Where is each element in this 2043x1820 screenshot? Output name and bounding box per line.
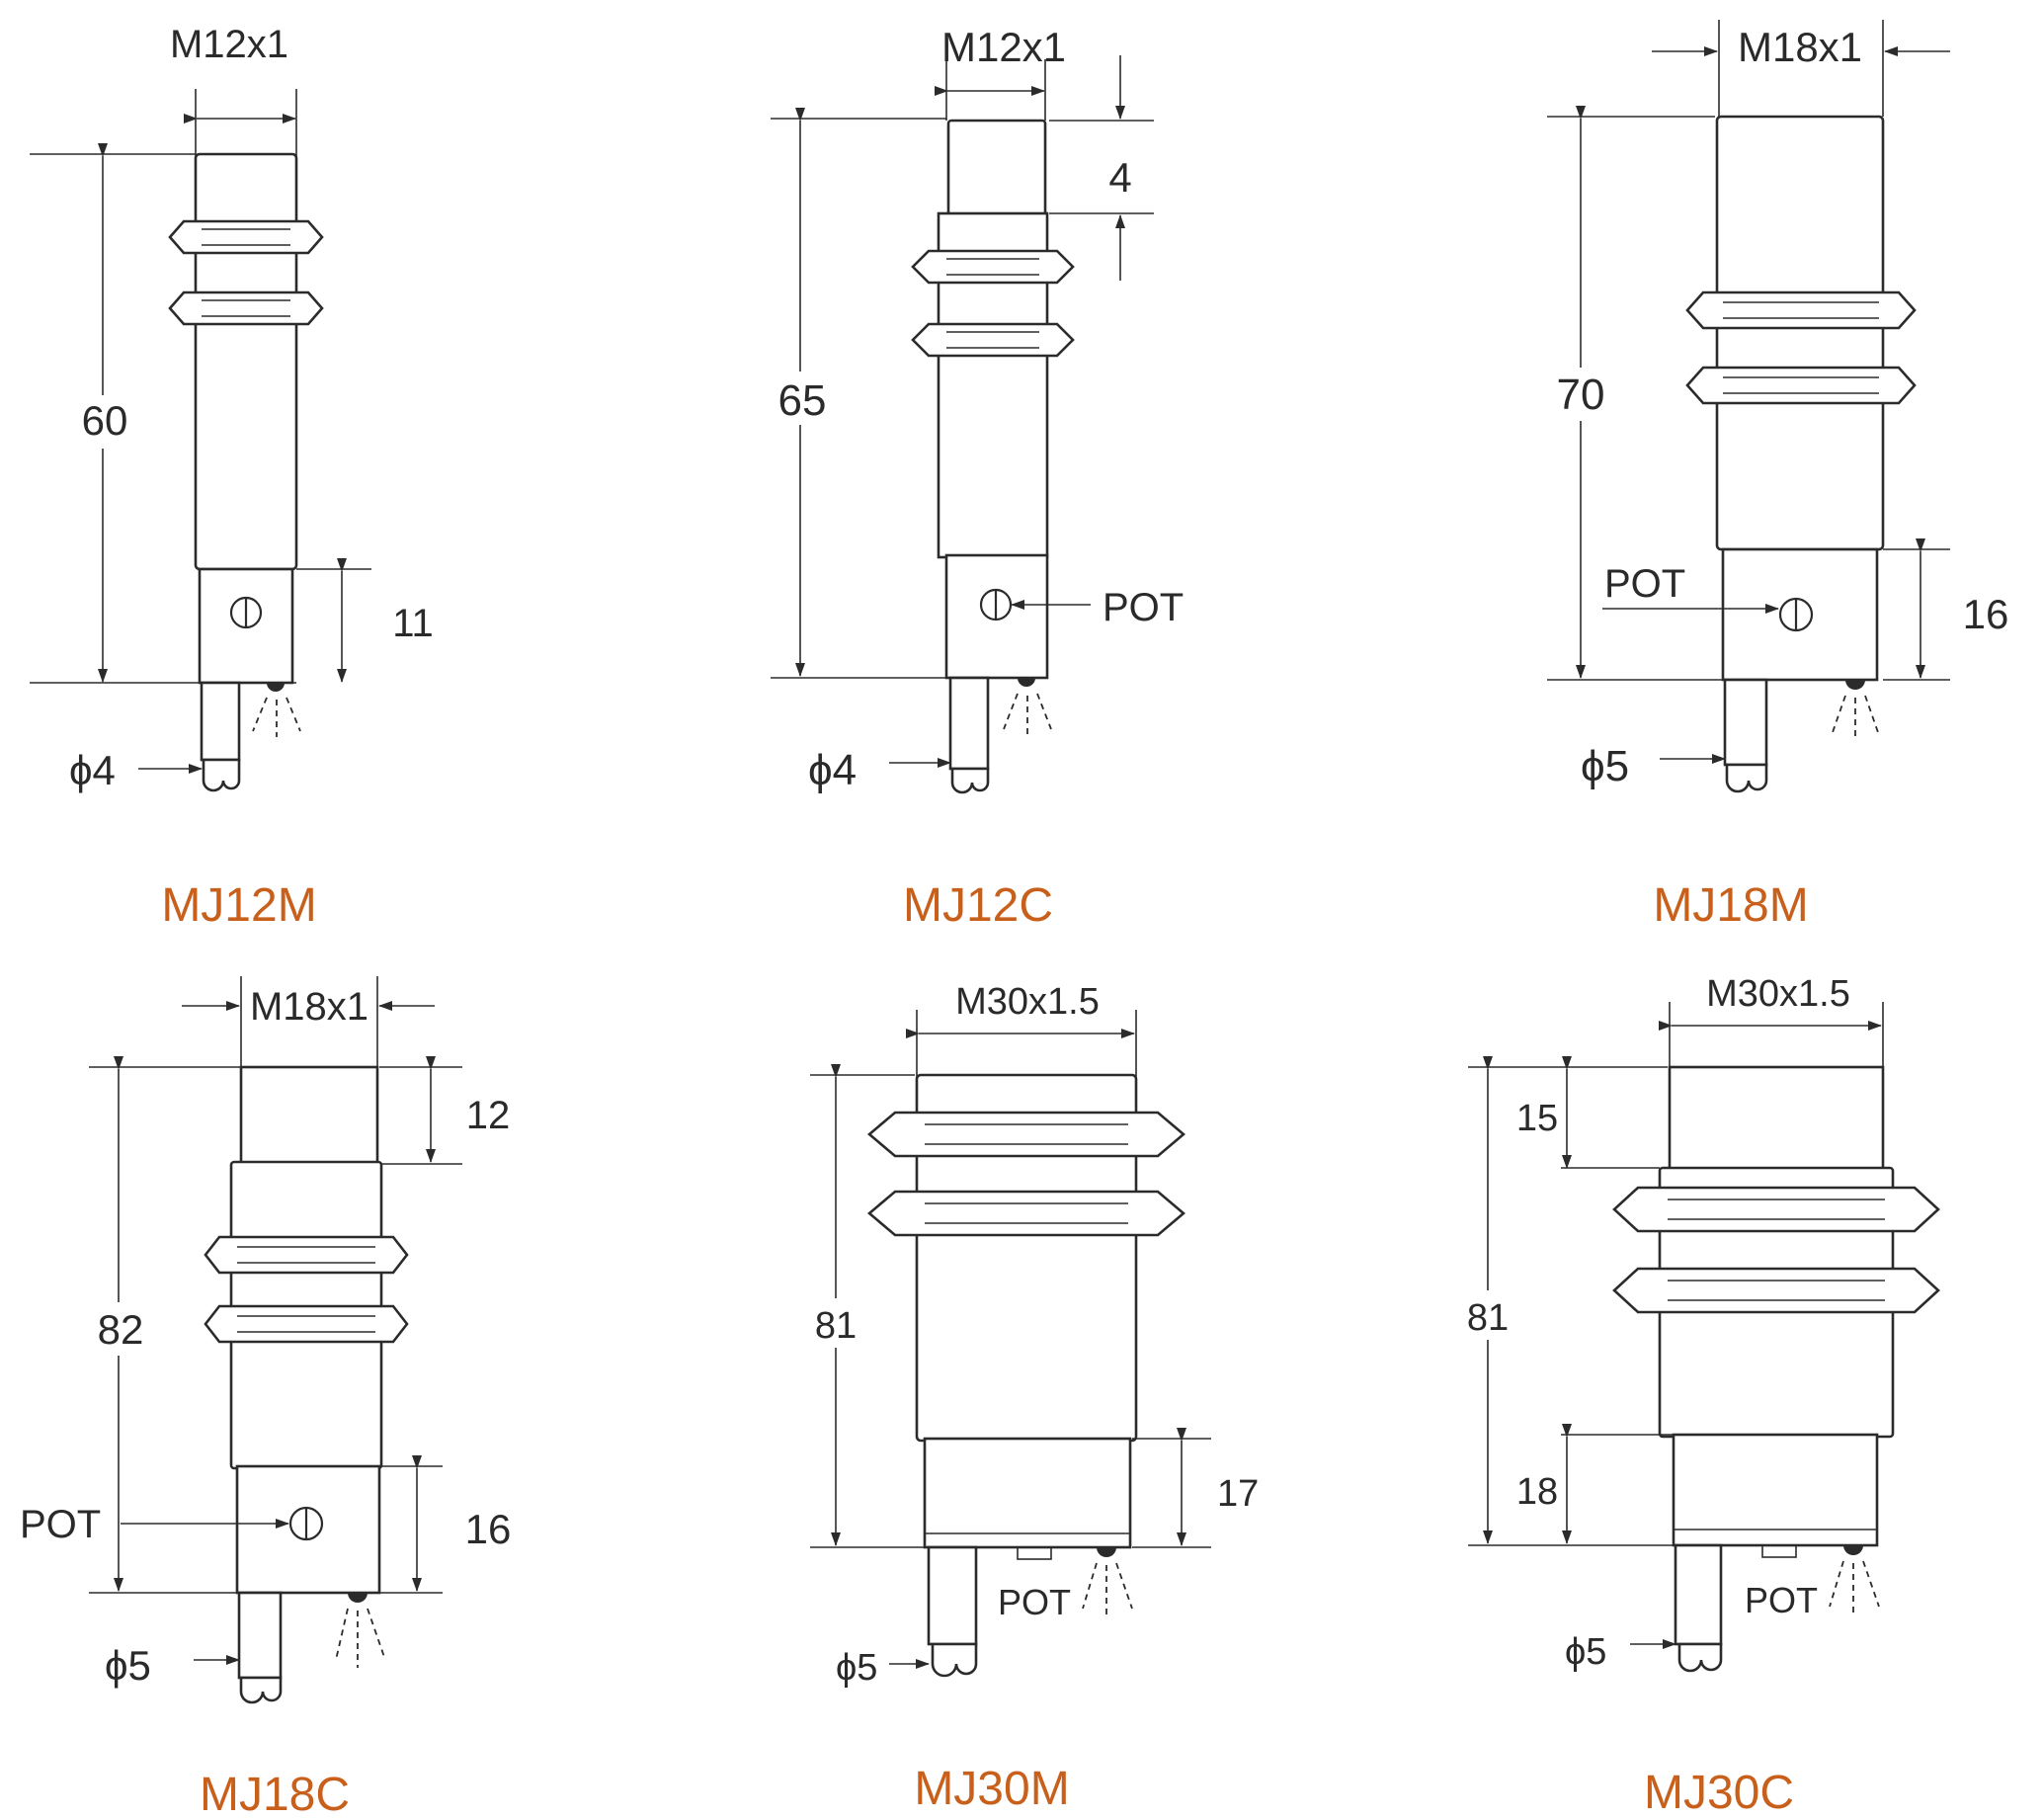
tail-label: 18 [1516, 1471, 1558, 1513]
model-label: MJ30M [914, 1763, 1069, 1815]
cable-label: ϕ5 [1581, 742, 1629, 790]
model-label: MJ18M [1653, 879, 1808, 932]
thread-label: M12x1 [170, 23, 288, 66]
cable-label: ϕ5 [836, 1647, 877, 1689]
model-label: MJ12C [903, 879, 1053, 932]
tail-label: 4 [1108, 154, 1131, 201]
drawing-mj18c: M18x1 POT 82 12 16 ϕ5 MJ18C [20, 976, 511, 1820]
cable-label: ϕ5 [105, 1642, 151, 1689]
length-label: 65 [778, 376, 827, 425]
model-label: MJ18C [200, 1769, 350, 1820]
length-label: 81 [815, 1305, 857, 1347]
thread-label: M30x1.5 [955, 981, 1100, 1023]
top-label: 12 [466, 1094, 511, 1137]
tail-label: 17 [1217, 1473, 1259, 1515]
drawing-mj18m: M18x1 POT 70 16 ϕ5 MJ18M [1547, 20, 2008, 932]
pot-label: POT [1103, 586, 1184, 629]
pot-label: POT [1745, 1580, 1818, 1620]
drawing-mj12m: M12x1 60 11 ϕ4 MJ12M [30, 23, 434, 932]
model-label: MJ30C [1644, 1767, 1794, 1819]
length-label: 82 [98, 1306, 144, 1353]
model-label: MJ12M [161, 879, 316, 932]
cable-label: ϕ4 [69, 747, 116, 793]
cable-label: ϕ4 [808, 746, 857, 794]
drawing-mj30c: M30x1.5 POT 81 15 18 ϕ5 MJ30C [1460, 973, 1940, 1819]
length-label: 60 [82, 397, 128, 444]
pot-label: POT [1604, 562, 1685, 606]
tail-label: 16 [465, 1506, 512, 1552]
drawing-mj30m: M30x1.5 POT 81 17 ϕ5 MJ30M [808, 981, 1259, 1815]
tail-label: 16 [1963, 591, 2009, 637]
length-label: 70 [1557, 371, 1605, 419]
tail-label: 11 [392, 602, 434, 645]
drawing-mj12c: M12x1 POT 65 4 ϕ4 MJ [771, 24, 1184, 932]
cable-label: ϕ5 [1565, 1631, 1606, 1673]
thread-label: M12x1 [941, 24, 1066, 70]
thread-label: M30x1.5 [1706, 973, 1850, 1015]
pot-label: POT [998, 1582, 1071, 1622]
length-label: 81 [1467, 1297, 1509, 1339]
thread-label: M18x1 [250, 985, 368, 1029]
thread-label: M18x1 [1738, 24, 1862, 70]
top-label: 15 [1516, 1098, 1558, 1139]
pot-label: POT [20, 1503, 101, 1546]
